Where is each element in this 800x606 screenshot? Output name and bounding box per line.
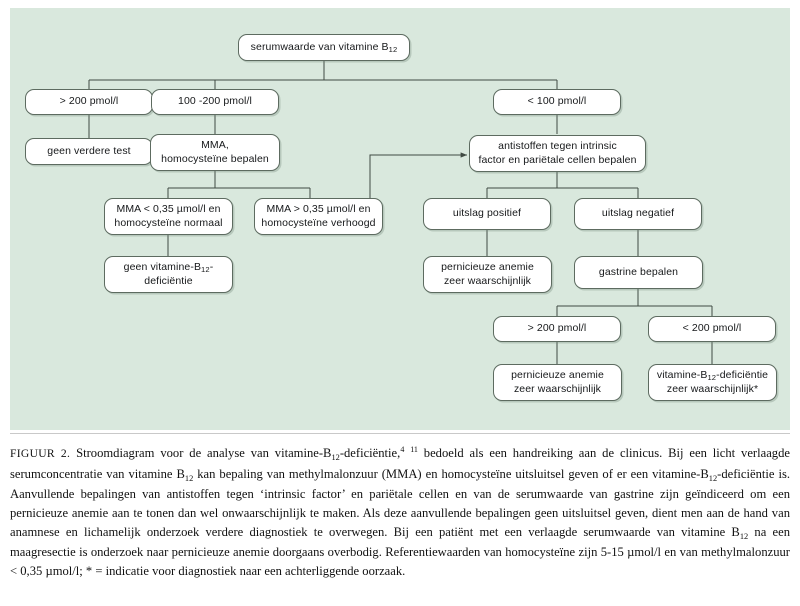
node-pernicieuze-anemie-waarschijnlijk-2[interactable]: pernicieuze anemie zeer waarschijnlijk xyxy=(493,364,622,401)
node-gastrine-gt-200-pmol[interactable]: > 200 pmol/l xyxy=(493,316,621,342)
node-geen-verdere-test[interactable]: geen verdere test xyxy=(25,138,153,165)
caption-sub-1: 12 xyxy=(331,453,340,463)
node-mma-hoog-homocysteine-verhoogd[interactable]: MMA > 0,35 µmol/l en homocysteïne verhoo… xyxy=(254,198,383,235)
caption-text-3: -deficiëntie is. Aanvullende bepalingen … xyxy=(10,466,790,539)
node-lt-100-pmol[interactable]: < 100 pmol/l xyxy=(493,89,621,115)
caption-sub-4: 12 xyxy=(739,531,749,541)
caption-text-1b: -deficiëntie, xyxy=(339,446,401,461)
node-label: serumwaarde van vitamine B12 xyxy=(250,40,398,54)
caption-text-1c: bedoeld als een handreiking aan de clini… xyxy=(10,446,790,481)
node-label: > 200 pmol/l xyxy=(59,95,119,108)
node-serumwaarde-vitamine-b12[interactable]: serumwaarde van vitamine B12 xyxy=(238,34,410,61)
node-gastrine-lt-200-pmol[interactable]: < 200 pmol/l xyxy=(648,316,776,342)
node-label: geen vitamine-B12- deficiëntie xyxy=(123,261,214,287)
node-label: pernicieuze anemie zeer waarschijnlijk xyxy=(441,261,534,287)
node-100-200-pmol[interactable]: 100 -200 pmol/l xyxy=(151,89,279,115)
caption-ref-11: 11 xyxy=(410,445,418,454)
node-label: gastrine bepalen xyxy=(598,265,679,278)
node-mma-homocysteine-bepalen[interactable]: MMA, homocysteïne bepalen xyxy=(150,134,280,171)
node-mma-laag-homocysteine-normaal[interactable]: MMA < 0,35 µmol/l en homocysteïne normaa… xyxy=(104,198,233,235)
node-label: antistoffen tegen intrinsic factor en pa… xyxy=(478,140,637,166)
node-label: < 100 pmol/l xyxy=(527,95,587,108)
caption-text-1: Stroomdiagram voor de analyse van vitami… xyxy=(70,446,332,461)
caption-sub-3: 12 xyxy=(708,473,718,483)
node-pernicieuze-anemie-waarschijnlijk-1[interactable]: pernicieuze anemie zeer waarschijnlijk xyxy=(423,256,552,293)
caption-text-2: kan bepaling van methylmalonzuur (MMA) e… xyxy=(193,466,709,481)
node-gastrine-bepalen[interactable]: gastrine bepalen xyxy=(574,256,703,289)
node-label: MMA < 0,35 µmol/l en homocysteïne normaa… xyxy=(114,203,223,229)
caption-lead: FIGUUR 2. xyxy=(10,447,71,461)
node-label: vitamine-B12-deficiëntie zeer waarschijn… xyxy=(656,369,769,395)
node-label: pernicieuze anemie zeer waarschijnlijk xyxy=(511,369,604,395)
caption-text-4: na een maagresectie is onderzoek naar pe… xyxy=(10,524,790,578)
node-label: MMA > 0,35 µmol/l en homocysteïne verhoo… xyxy=(261,203,376,229)
caption-divider xyxy=(10,433,790,434)
flowchart-diagram: serumwaarde van vitamine B12 > 200 pmol/… xyxy=(10,8,790,430)
node-label: > 200 pmol/l xyxy=(527,322,587,335)
node-vitamine-b12-deficientie-waarschijnlijk[interactable]: vitamine-B12-deficiëntie zeer waarschijn… xyxy=(648,364,777,401)
node-label: < 200 pmol/l xyxy=(682,322,742,335)
node-uitslag-positief[interactable]: uitslag positief xyxy=(423,198,551,230)
node-gt-200-pmol[interactable]: > 200 pmol/l xyxy=(25,89,153,115)
figure-caption: FIGUUR 2. Stroomdiagram voor de analyse … xyxy=(10,441,790,580)
node-label: geen verdere test xyxy=(47,144,131,157)
node-label: uitslag negatief xyxy=(601,207,675,220)
node-geen-vitamine-b12-deficientie[interactable]: geen vitamine-B12- deficiëntie xyxy=(104,256,233,293)
node-label: MMA, homocysteïne bepalen xyxy=(161,139,269,165)
connector-lines xyxy=(88,61,713,364)
node-label: 100 -200 pmol/l xyxy=(178,95,252,108)
caption-ref-4: 4 xyxy=(400,445,405,454)
node-antistoffen-intrinsic-factor[interactable]: antistoffen tegen intrinsic factor en pa… xyxy=(469,135,646,172)
node-uitslag-negatief[interactable]: uitslag negatief xyxy=(574,198,702,230)
node-label: uitslag positief xyxy=(452,207,522,220)
caption-sub-2: 12 xyxy=(184,473,194,483)
